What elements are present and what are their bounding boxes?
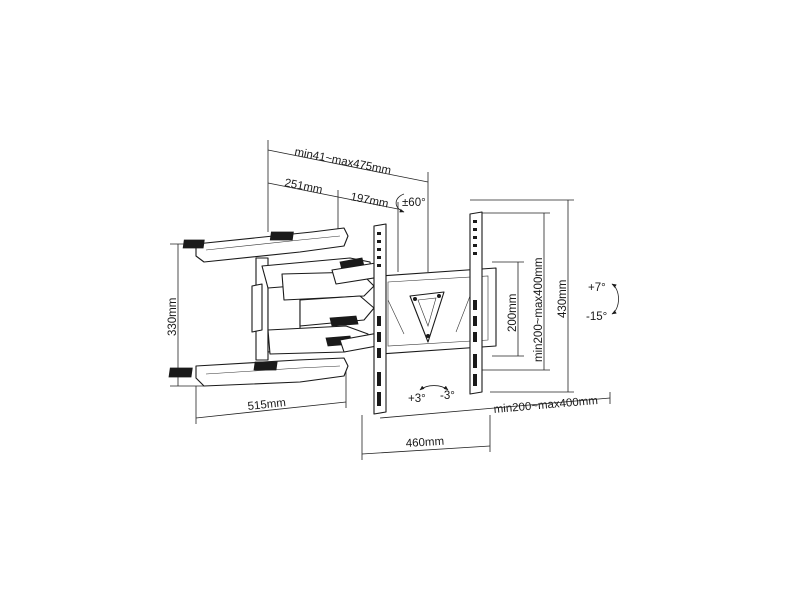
tilt-arrow-icon <box>611 283 619 315</box>
tv-bracket-assembly <box>373 211 497 415</box>
height-total-label: 430mm <box>557 280 569 318</box>
swivel-arrow-icon <box>395 193 405 213</box>
vesa-vertical-range-label: min200~max400mm <box>533 257 545 362</box>
rotate-arrow-icon <box>419 385 449 391</box>
swivel-angle-label: ±60° <box>402 197 426 209</box>
wall-plate-width-label: 515mm <box>247 397 286 413</box>
dimension-lines <box>170 140 611 460</box>
rotate-positive-label: +3° <box>408 393 426 405</box>
vesa-horizontal-range-label: min200~max400mm <box>493 395 598 416</box>
wall-plate-assembly <box>168 227 389 387</box>
arm-extension-label: min41~max475mm <box>293 146 392 177</box>
rotation-arrows <box>395 193 619 391</box>
wall-plate-height-label: 330mm <box>167 298 179 336</box>
tilt-up-label: +7° <box>588 282 606 294</box>
arm-length-a-label: 251mm <box>283 177 323 196</box>
bracket-width-label: 460mm <box>405 436 444 450</box>
vesa-vertical-inner-label: 200mm <box>507 294 519 332</box>
tilt-down-label: -15° <box>586 311 607 323</box>
rotate-negative-label: -3° <box>440 390 455 402</box>
arm-length-b-label: 197mm <box>349 191 389 210</box>
